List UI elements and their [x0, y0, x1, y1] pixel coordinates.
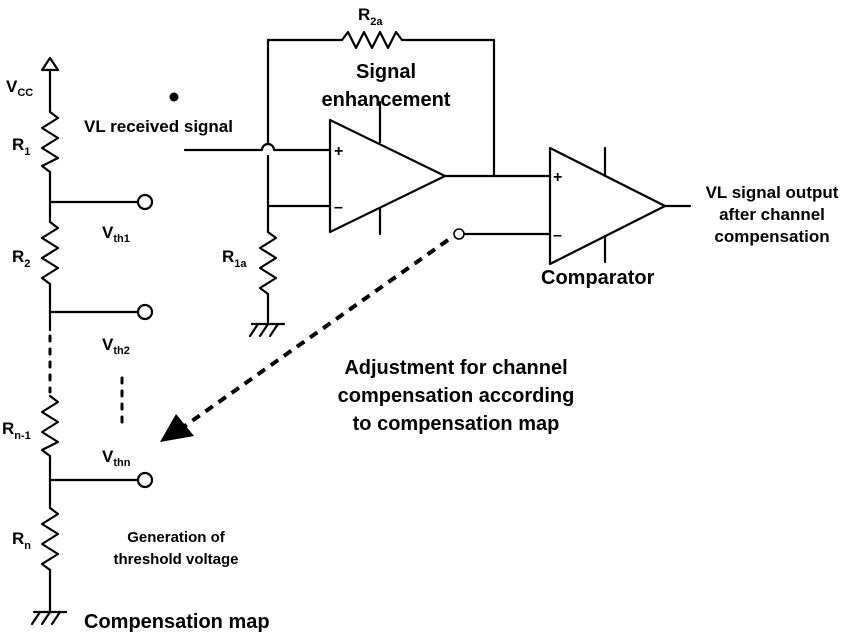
vth1-label: Vth1: [102, 223, 130, 245]
rn1-label: Rn-1: [2, 419, 31, 442]
r1a-label: R1a: [222, 247, 247, 270]
input-dot: [169, 92, 179, 102]
comp-minus: –: [553, 227, 562, 244]
vl-received-label: VL received signal: [84, 117, 233, 136]
comparator: [548, 146, 667, 266]
vth1-terminal: [136, 193, 154, 211]
opamp1-plus: +: [334, 143, 343, 160]
switch-terminal: [453, 228, 465, 240]
opamp-enhancement: [328, 118, 447, 234]
rn-label: Rn: [12, 529, 31, 552]
vth2-label: Vth2: [102, 335, 130, 357]
signal-enh-label-1: Signal: [356, 61, 416, 83]
adjust-label-3: to compensation map: [353, 413, 560, 435]
vcc-terminal: [40, 56, 60, 72]
vthn-label: Vthn: [102, 447, 131, 469]
rn-resistor: [40, 506, 60, 572]
output-label-1: VL signal output: [706, 183, 839, 202]
output-label-2: after channel: [719, 205, 825, 224]
ground-left: [30, 610, 68, 626]
rn1-resistor: [40, 394, 60, 458]
r2-label: R2: [12, 247, 30, 270]
r1-resistor: [40, 110, 60, 174]
compensation-map-label: Compensation map: [84, 611, 270, 633]
vcc-label: VCC: [6, 77, 33, 99]
r2a-label: R2a: [358, 5, 383, 28]
r1a-resistor: [258, 230, 278, 296]
r1-label: R1: [12, 135, 30, 158]
output-label-3: compensation: [714, 227, 829, 246]
vthn-terminal: [136, 471, 154, 489]
ground-r1a: [248, 322, 286, 338]
r2-resistor: [40, 220, 60, 286]
gen-label-1: Generation of: [127, 529, 226, 546]
comparator-label: Comparator: [541, 267, 655, 289]
vth2-terminal: [136, 303, 154, 321]
adjustment-arrowhead: [160, 414, 194, 442]
adjust-label-1: Adjustment for channel: [344, 357, 567, 379]
comp-plus: +: [553, 169, 562, 186]
opamp1-minus: –: [334, 199, 343, 216]
vl-input-wire: [183, 142, 332, 152]
gen-label-2: threshold voltage: [113, 551, 238, 568]
adjust-label-2: compensation according: [338, 385, 575, 407]
signal-enh-label-2: enhancement: [322, 89, 451, 111]
r2a-resistor: [340, 30, 404, 50]
adjustment-arrow: [180, 238, 450, 430]
